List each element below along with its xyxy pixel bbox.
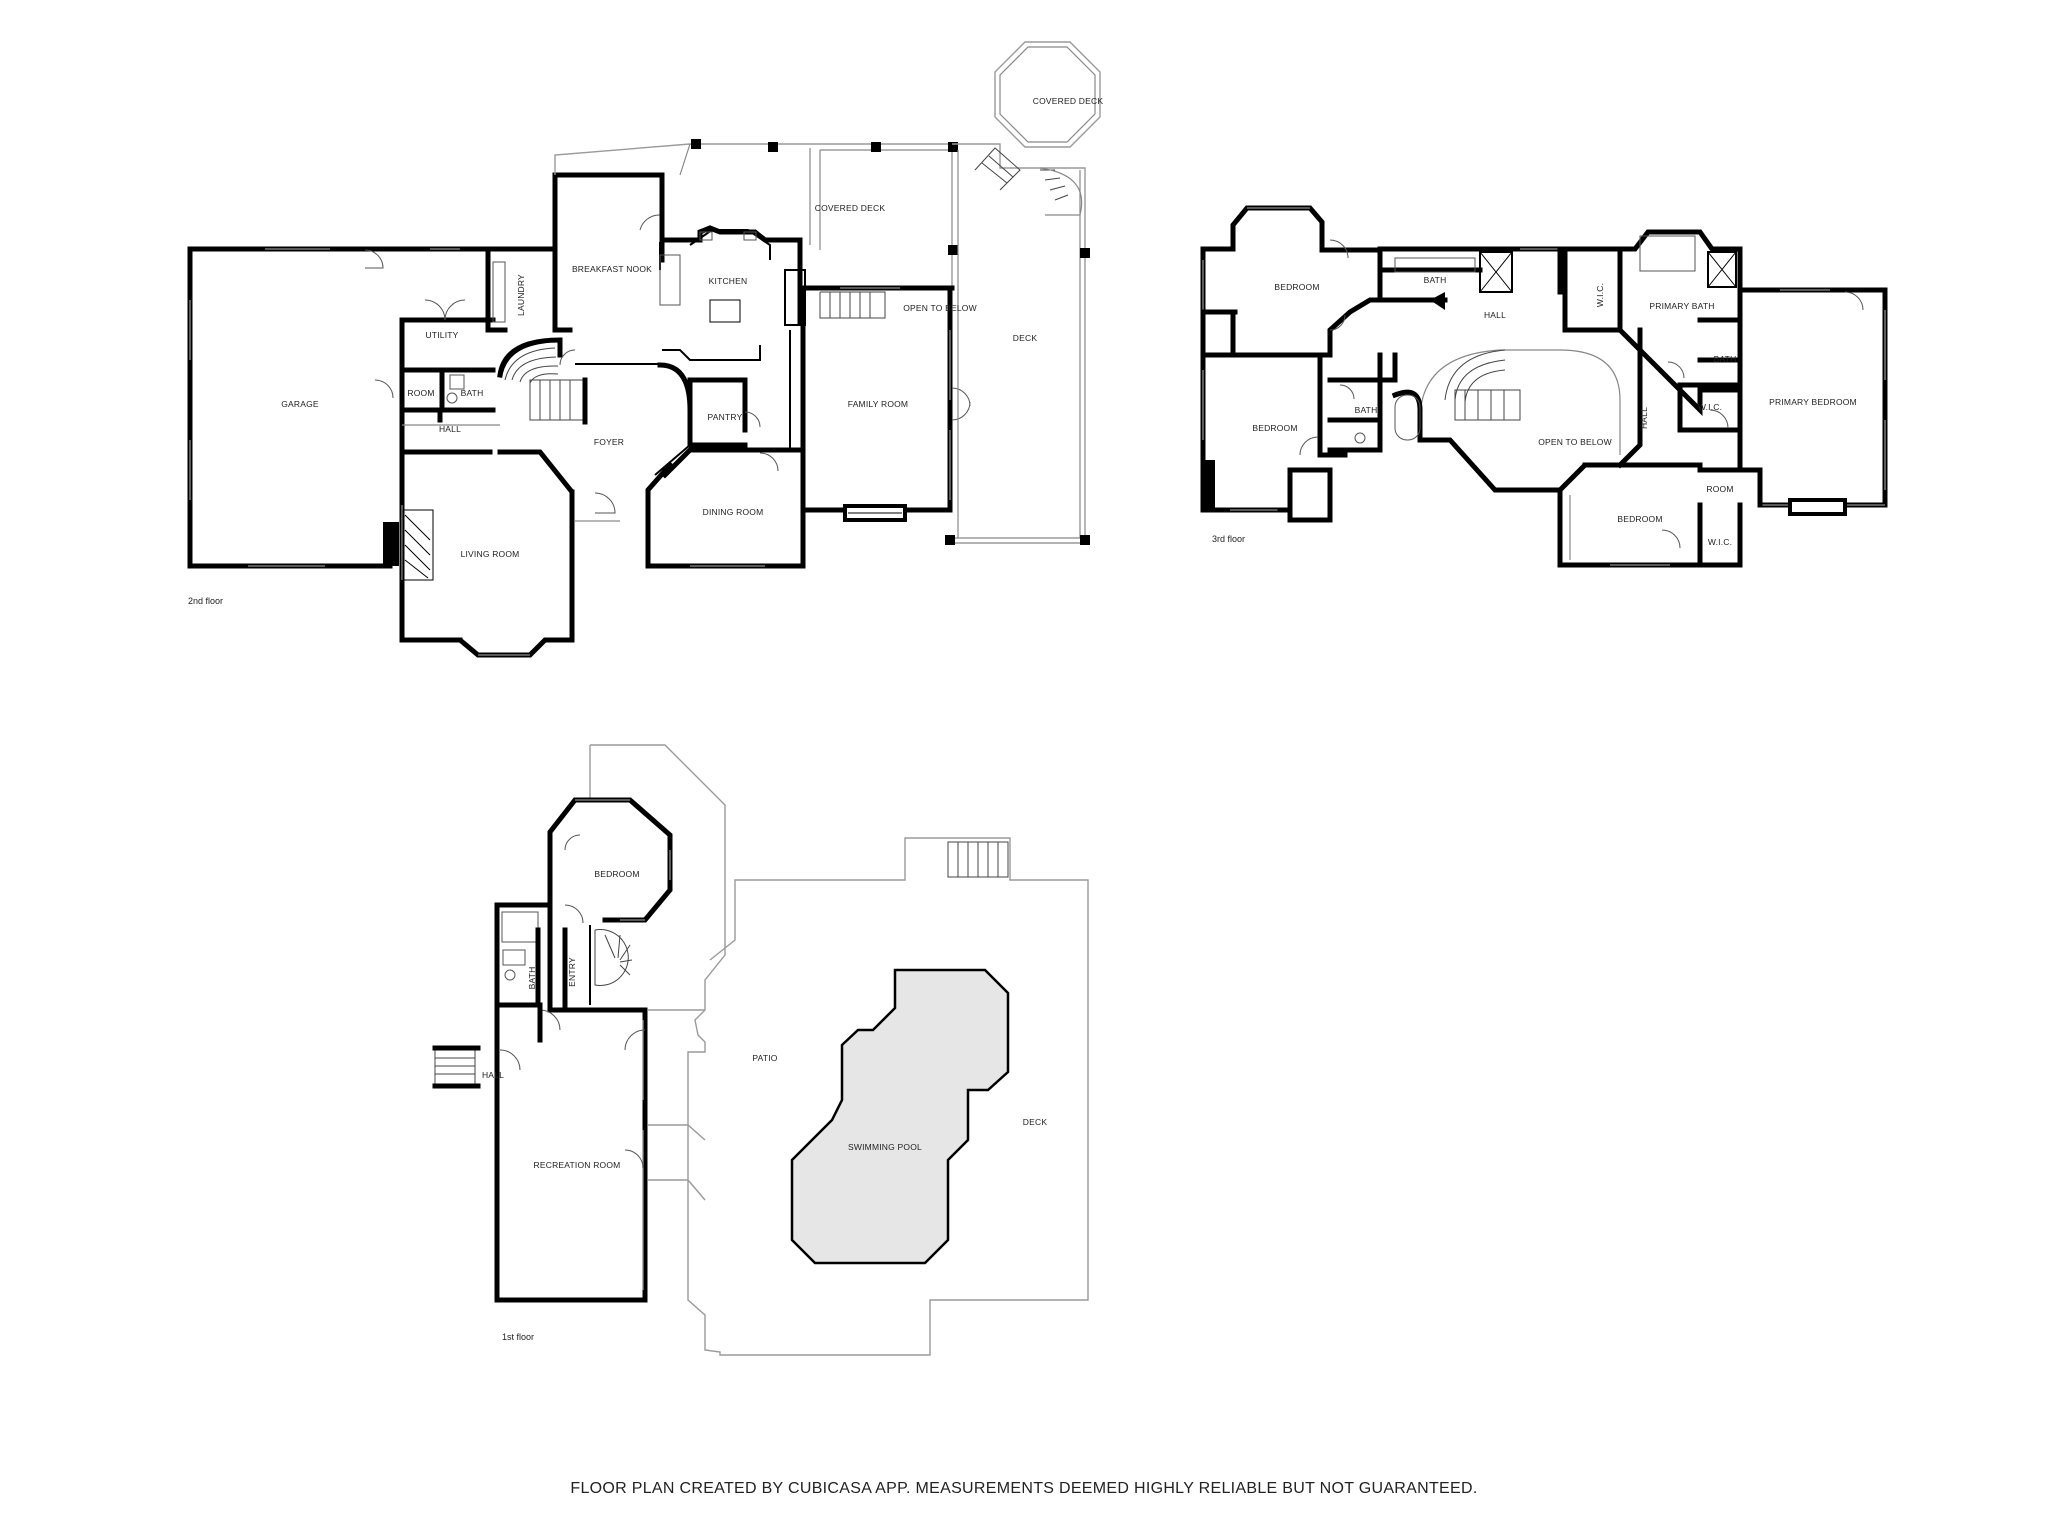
- label-bath: BATH: [461, 388, 484, 398]
- label-hall-3rd: HALL: [1484, 310, 1506, 320]
- label-wic-2: W.I.C.: [1698, 402, 1722, 412]
- third-floor-plan: [1200, 205, 1888, 568]
- floor-label-2nd: 2nd floor: [188, 596, 223, 606]
- label-living-room: LIVING ROOM: [461, 549, 520, 559]
- label-laundry: LAUNDRY: [516, 274, 526, 316]
- label-open-to-below-3rd: OPEN TO BELOW: [1538, 437, 1612, 447]
- label-family-room: FAMILY ROOM: [848, 399, 908, 409]
- floor-label-3rd: 3rd floor: [1212, 534, 1245, 544]
- label-kitchen: KITCHEN: [709, 276, 748, 286]
- label-wic-1: W.I.C.: [1595, 283, 1605, 307]
- label-bedroom-1st: BEDROOM: [594, 869, 639, 879]
- label-hall: HALL: [439, 424, 461, 434]
- label-bath-2: BATH: [1714, 354, 1737, 364]
- label-primary-bedroom: PRIMARY BEDROOM: [1769, 397, 1857, 407]
- label-patio: PATIO: [752, 1053, 777, 1063]
- label-dining-room: DINING ROOM: [703, 507, 764, 517]
- label-deck: DECK: [1013, 333, 1038, 343]
- label-room-3rd: ROOM: [1706, 484, 1733, 494]
- label-foyer: FOYER: [594, 437, 624, 447]
- label-bath-1st: BATH: [527, 967, 537, 990]
- label-entry: ENTRY: [567, 957, 577, 987]
- label-swimming-pool: SWIMMING POOL: [848, 1142, 922, 1152]
- label-recreation-room: RECREATION ROOM: [534, 1160, 621, 1170]
- first-floor-plan: [432, 744, 1089, 1356]
- label-pantry: PANTRY: [708, 412, 743, 422]
- label-primary-bath: PRIMARY BATH: [1649, 301, 1714, 311]
- label-bath-3: BATH: [1355, 405, 1378, 415]
- label-covered-deck: COVERED DECK: [815, 203, 886, 213]
- label-wic-3: W.I.C.: [1708, 537, 1732, 547]
- disclaimer-footer: FLOOR PLAN CREATED BY CUBICASA APP. MEAS…: [570, 1480, 1478, 1497]
- label-hall-1st: HALL: [482, 1070, 504, 1080]
- label-hall-vertical: HALL: [1639, 407, 1649, 429]
- label-utility: UTILITY: [425, 330, 458, 340]
- label-covered-deck-octagon: COVERED DECK: [1033, 96, 1104, 106]
- label-bath-1: BATH: [1424, 275, 1447, 285]
- label-garage: GARAGE: [281, 399, 319, 409]
- second-floor-plan: [187, 41, 1101, 658]
- label-bedroom-s: BEDROOM: [1617, 514, 1662, 524]
- label-room: ROOM: [407, 388, 434, 398]
- floor-label-1st: 1st floor: [502, 1332, 534, 1342]
- label-deck-1st: DECK: [1023, 1117, 1048, 1127]
- room-labels: GARAGE UTILITY LAUNDRY ROOM BATH HALL BR…: [188, 96, 1857, 1342]
- label-breakfast-nook: BREAKFAST NOOK: [572, 264, 652, 274]
- label-bedroom-nw: BEDROOM: [1274, 282, 1319, 292]
- label-bedroom-w: BEDROOM: [1252, 423, 1297, 433]
- label-open-to-below: OPEN TO BELOW: [903, 303, 977, 313]
